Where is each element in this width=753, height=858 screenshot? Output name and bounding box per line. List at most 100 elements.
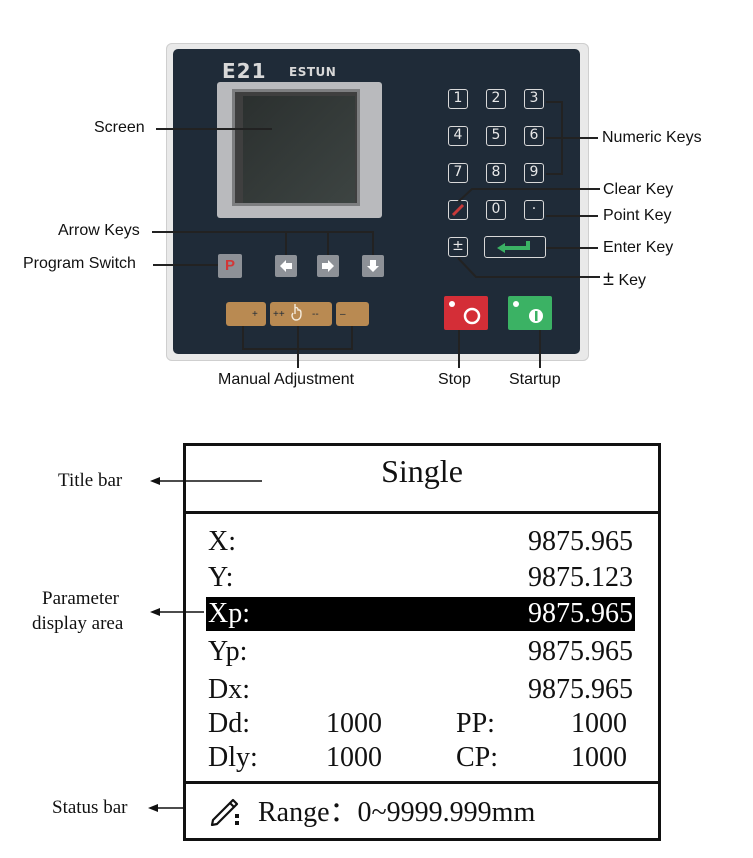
point-key-label: Point Key bbox=[603, 207, 672, 224]
status-bar-label: Status bar bbox=[52, 797, 128, 818]
key-5[interactable]: 5 bbox=[486, 126, 506, 146]
param-name-x: X: bbox=[208, 526, 236, 557]
param-value-xp: 9875.965 bbox=[528, 598, 633, 629]
point-key[interactable]: · bbox=[524, 200, 544, 220]
arrow-keys-drop-2 bbox=[327, 231, 329, 255]
startup-icon bbox=[513, 301, 543, 323]
status-range-text: Range：0~9999.999mm bbox=[258, 797, 536, 828]
status-separator bbox=[183, 781, 661, 784]
pm-key-label: ± Key bbox=[603, 268, 646, 291]
arrow-left-icon bbox=[280, 260, 292, 272]
stop-button[interactable] bbox=[444, 296, 488, 330]
stop-callout-line bbox=[458, 330, 460, 368]
arrow-keys-callout-line bbox=[152, 231, 373, 233]
pm-text: Key bbox=[618, 272, 647, 289]
title-bar-arrow bbox=[150, 477, 262, 485]
param-name-dx: Dx: bbox=[208, 674, 250, 705]
startup-button[interactable] bbox=[508, 296, 552, 330]
param-name-yp: Yp: bbox=[208, 636, 248, 667]
hand-icon bbox=[291, 304, 302, 321]
param-name-y: Y: bbox=[208, 562, 234, 593]
manual-adjust-right[interactable] bbox=[336, 302, 369, 326]
arrow-right-key[interactable] bbox=[317, 255, 339, 277]
numeric-bracket-top bbox=[546, 101, 562, 103]
pencil-icon bbox=[210, 798, 239, 826]
pm-symbol: ± bbox=[603, 268, 614, 290]
param-value-pp: 1000 bbox=[571, 708, 627, 739]
program-switch-label: Program Switch bbox=[23, 255, 136, 272]
title-separator bbox=[183, 511, 661, 514]
param-name-cp: CP: bbox=[456, 742, 499, 773]
manual-mark-plus: + bbox=[252, 309, 258, 320]
startup-callout-line bbox=[539, 330, 541, 368]
arrow-keys-drop-3 bbox=[372, 231, 374, 255]
manual-adjust-left[interactable] bbox=[226, 302, 266, 326]
clear-key-callout-line bbox=[457, 188, 600, 203]
screen-title: Single bbox=[381, 453, 463, 489]
param-name-pp: PP: bbox=[456, 708, 495, 739]
param-value-x: 9875.965 bbox=[528, 526, 633, 557]
startup-label: Startup bbox=[509, 371, 561, 388]
screen-label: Screen bbox=[94, 119, 145, 136]
key-2[interactable]: 2 bbox=[486, 89, 506, 109]
arrow-down-icon bbox=[367, 260, 379, 272]
program-key[interactable]: P bbox=[218, 254, 242, 278]
numeric-bracket-bottom bbox=[546, 173, 562, 175]
pm-key-callout-line bbox=[457, 257, 600, 278]
manual-mark-minusminus: -- bbox=[312, 309, 319, 320]
plus-minus-key[interactable]: ± bbox=[448, 237, 468, 257]
title-bar-label: Title bar bbox=[58, 470, 123, 491]
point-key-callout-line bbox=[546, 215, 598, 217]
key-6[interactable]: 6 bbox=[524, 126, 544, 146]
key-8[interactable]: 8 bbox=[486, 163, 506, 183]
highlighted-row bbox=[206, 597, 635, 631]
clear-key[interactable] bbox=[448, 200, 468, 220]
manual-mark-minus: – bbox=[340, 309, 346, 320]
arrow-left-key[interactable] bbox=[275, 255, 297, 277]
enter-key[interactable] bbox=[484, 236, 546, 258]
param-area-arrow bbox=[150, 608, 204, 616]
key-1[interactable]: 1 bbox=[448, 89, 468, 109]
lcd-screen bbox=[243, 96, 355, 203]
param-name-dd: Dd: bbox=[208, 708, 250, 739]
program-switch-callout-line bbox=[153, 264, 218, 266]
screen-layout-box bbox=[183, 443, 661, 841]
numeric-callout-line bbox=[546, 137, 598, 139]
param-name-xp: Xp: bbox=[208, 598, 250, 629]
screen-callout-line bbox=[156, 128, 272, 130]
model-logo: E21 bbox=[222, 59, 267, 83]
status-bar-arrow bbox=[148, 804, 186, 812]
clear-key-label: Clear Key bbox=[603, 181, 674, 198]
clear-icon bbox=[451, 203, 465, 217]
param-value-yp: 9875.965 bbox=[528, 636, 633, 667]
manual-adjustment-label: Manual Adjustment bbox=[218, 371, 355, 388]
enter-icon bbox=[497, 241, 530, 253]
stop-label: Stop bbox=[438, 371, 471, 388]
key-9[interactable]: 9 bbox=[524, 163, 544, 183]
numeric-keys-label: Numeric Keys bbox=[602, 129, 702, 146]
arrow-keys-label: Arrow Keys bbox=[58, 222, 140, 239]
param-value-dx: 9875.965 bbox=[528, 674, 633, 705]
param-value-dly: 1000 bbox=[326, 742, 382, 773]
enter-key-label: Enter Key bbox=[603, 239, 674, 256]
enter-key-callout-line bbox=[546, 247, 598, 249]
param-value-dd: 1000 bbox=[326, 708, 382, 739]
arrow-keys-drop-1 bbox=[285, 231, 287, 255]
key-4[interactable]: 4 bbox=[448, 126, 468, 146]
param-area-label-1: Parameter bbox=[42, 588, 120, 609]
param-value-cp: 1000 bbox=[571, 742, 627, 773]
manual-bracket-stem bbox=[297, 326, 299, 368]
key-7[interactable]: 7 bbox=[448, 163, 468, 183]
manual-mark-plusplus: ++ bbox=[273, 309, 285, 320]
key-0[interactable]: 0 bbox=[486, 200, 506, 220]
key-3[interactable]: 3 bbox=[524, 89, 544, 109]
manual-bracket-left bbox=[242, 326, 244, 349]
stop-icon bbox=[449, 301, 481, 325]
param-area-label-2: display area bbox=[32, 613, 124, 634]
param-name-dly: Dly: bbox=[208, 742, 258, 773]
manual-bracket-right bbox=[351, 326, 353, 349]
brand-logo: ESTUN bbox=[289, 65, 337, 79]
param-value-y: 9875.123 bbox=[528, 562, 633, 593]
arrow-down-key[interactable] bbox=[362, 255, 384, 277]
arrow-right-icon bbox=[322, 260, 334, 272]
